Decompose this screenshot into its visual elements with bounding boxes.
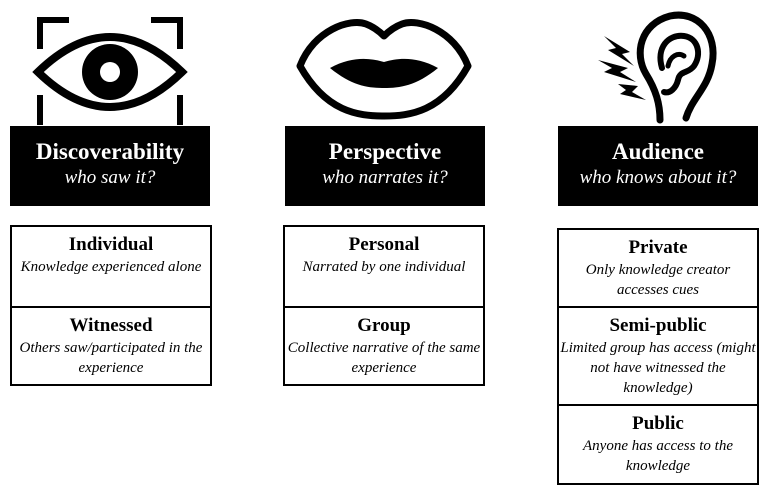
item-name: Personal — [348, 234, 420, 255]
item-name: Public — [632, 413, 684, 434]
list-item: Witnessed Others saw/participated in the… — [12, 308, 210, 384]
ear-icon — [598, 11, 717, 124]
audience-card: Private Only knowledge creator accesses … — [557, 228, 759, 485]
list-item: Personal Narrated by one individual — [285, 227, 483, 308]
column-subtitle: who narrates it? — [322, 167, 448, 188]
item-description: Only knowledge creator accesses cues — [585, 262, 731, 298]
list-item: Group Collective narrative of the same e… — [285, 308, 483, 384]
item-description: Knowledge experienced alone — [20, 259, 202, 275]
item-name: Group — [357, 315, 411, 336]
item-name: Private — [628, 237, 688, 258]
list-item: Private Only knowledge creator accesses … — [559, 230, 757, 308]
item-name: Semi-public — [609, 315, 707, 336]
item-description: Anyone has access to the knowledge — [583, 438, 733, 474]
list-item: Semi-public Limited group has access (mi… — [559, 308, 757, 406]
audience-header: Audience who knows about it? — [558, 126, 758, 206]
item-name: Witnessed — [69, 315, 153, 336]
list-item: Individual Knowledge experienced alone — [12, 227, 210, 308]
item-description: Others saw/participated in the experienc… — [19, 340, 203, 376]
item-description: Narrated by one individual — [302, 259, 466, 275]
column-title: Discoverability — [35, 139, 185, 164]
discoverability-header: Discoverability who saw it? — [10, 126, 210, 206]
list-item: Public Anyone has access to the knowledg… — [559, 406, 757, 483]
item-description: Limited group has access (might not have… — [560, 340, 756, 396]
eye-icon — [32, 17, 188, 125]
perspective-header: Perspective who narrates it? — [285, 126, 485, 206]
lips-icon — [296, 19, 472, 120]
item-description: Collective narrative of the same experie… — [287, 340, 481, 376]
discoverability-card: Individual Knowledge experienced alone W… — [10, 225, 212, 386]
column-title: Perspective — [328, 139, 442, 164]
perspective-card: Personal Narrated by one individual Grou… — [283, 225, 485, 386]
column-subtitle: who saw it? — [64, 167, 156, 188]
column-subtitle: who knows about it? — [579, 167, 737, 188]
item-name: Individual — [68, 234, 154, 255]
column-title: Audience — [612, 139, 704, 164]
